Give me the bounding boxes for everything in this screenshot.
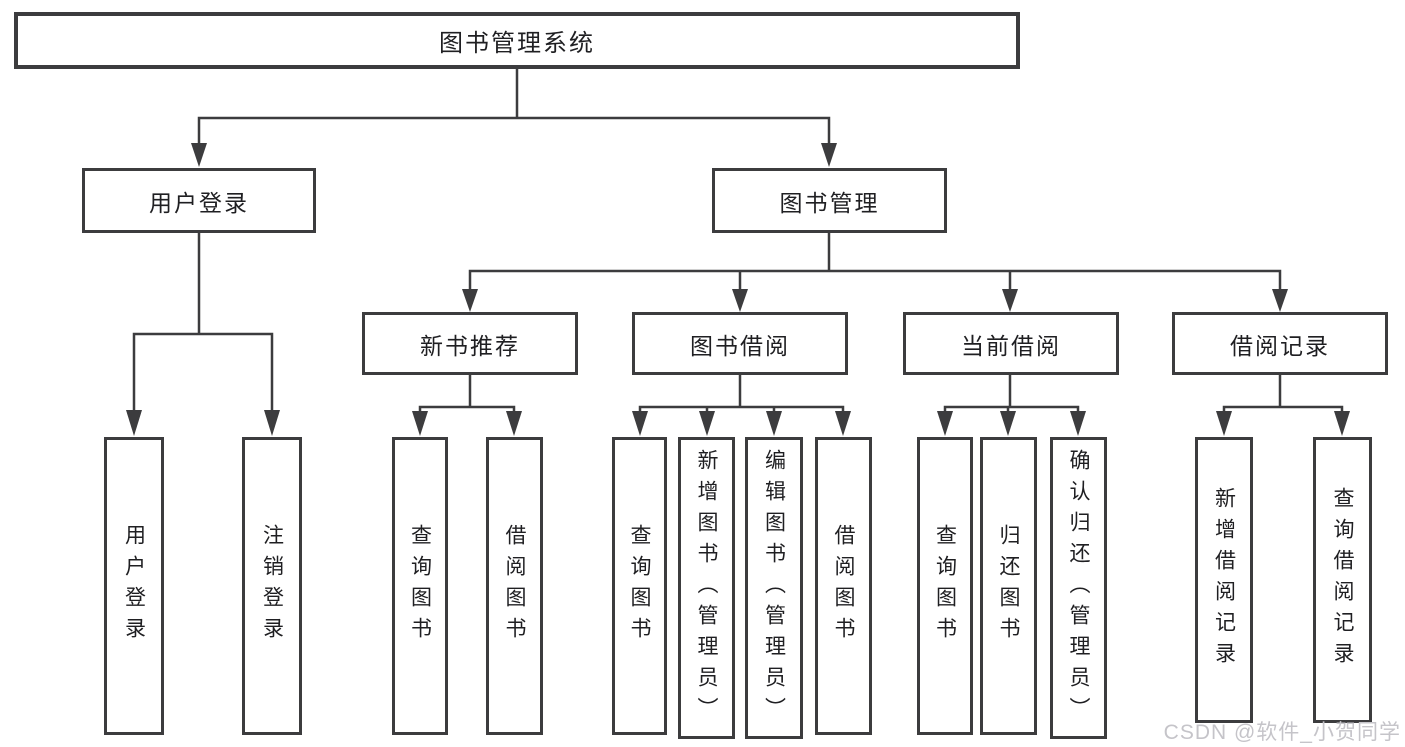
node-user-login-label: 用户登录: [149, 189, 249, 216]
leaf-query-borrow-record: 查询借阅记录: [1313, 437, 1372, 723]
node-root: 图书管理系统: [14, 12, 1020, 69]
node-current-borrowing-label: 当前借阅: [961, 332, 1061, 359]
leaf-borrow-books-recommend-label: 借阅图书: [503, 524, 526, 648]
node-borrowing-records-label: 借阅记录: [1230, 332, 1330, 359]
leaf-edit-book-admin-label: 编辑图书（管理员）: [762, 448, 786, 728]
leaf-query-books-recommend-label: 查询图书: [408, 524, 432, 648]
leaf-add-book-admin-label: 新增图书（管理员）: [695, 448, 718, 728]
node-new-book-recommendation: 新书推荐: [362, 312, 578, 375]
leaf-user-login-label: 用户登录: [122, 524, 146, 648]
watermark: CSDN @软件_小贺同学: [1163, 721, 1401, 744]
leaf-query-books-current-label: 查询图书: [933, 524, 957, 648]
node-book-borrowing-label: 图书借阅: [690, 332, 790, 359]
leaf-query-books-recommend: 查询图书: [392, 437, 448, 735]
node-book-management-label: 图书管理: [779, 189, 880, 216]
leaf-confirm-return-admin: 确认归还（管理员）: [1050, 437, 1107, 739]
node-current-borrowing: 当前借阅: [903, 312, 1119, 375]
leaf-logout-label: 注销登录: [260, 524, 284, 648]
leaf-query-books-current: 查询图书: [917, 437, 973, 735]
node-user-login: 用户登录: [82, 168, 316, 233]
leaf-add-borrow-record: 新增借阅记录: [1195, 437, 1253, 723]
leaf-return-books: 归还图书: [980, 437, 1037, 735]
node-borrowing-records: 借阅记录: [1172, 312, 1388, 375]
leaf-borrow-books-recommend: 借阅图书: [486, 437, 543, 735]
node-new-book-recommendation-label: 新书推荐: [420, 332, 520, 359]
leaf-query-books-borrowing: 查询图书: [612, 437, 667, 735]
leaf-query-borrow-record-label: 查询借阅记录: [1331, 487, 1354, 673]
leaf-confirm-return-admin-label: 确认归还（管理员）: [1067, 448, 1090, 728]
leaf-edit-book-admin: 编辑图书（管理员）: [745, 437, 803, 739]
leaf-query-books-borrowing-label: 查询图书: [628, 524, 651, 648]
leaf-borrow-books-borrowing: 借阅图书: [815, 437, 872, 735]
leaf-add-borrow-record-label: 新增借阅记录: [1212, 487, 1236, 673]
node-book-borrowing: 图书借阅: [632, 312, 848, 375]
leaf-return-books-label: 归还图书: [997, 524, 1020, 648]
leaf-user-login: 用户登录: [104, 437, 164, 735]
leaf-add-book-admin: 新增图书（管理员）: [678, 437, 735, 739]
leaf-borrow-books-borrowing-label: 借阅图书: [832, 524, 855, 648]
node-root-label: 图书管理系统: [439, 30, 595, 57]
leaf-logout: 注销登录: [242, 437, 302, 735]
node-book-management: 图书管理: [712, 168, 947, 233]
